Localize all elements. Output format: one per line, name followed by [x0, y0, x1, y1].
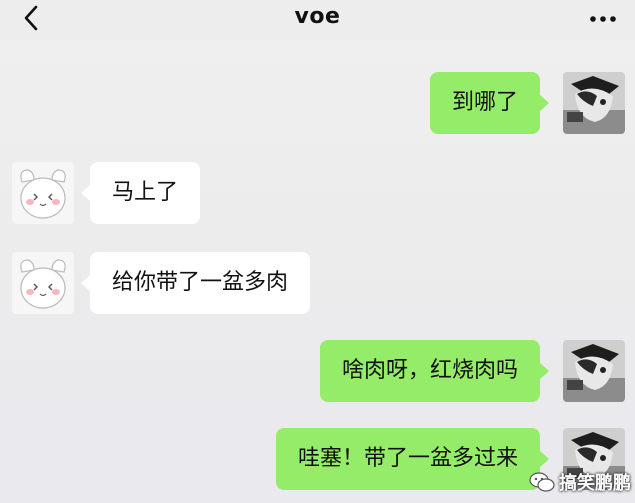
more-dots-icon[interactable]	[589, 14, 617, 24]
watermark: 搞笑鹏鹏	[529, 467, 631, 497]
received-message-bubble[interactable]: 给你带了一盆多肉	[80, 252, 311, 314]
chat-title: voe	[294, 4, 341, 29]
cartoon-pig-avatar-icon	[12, 162, 74, 224]
chevron-left-icon[interactable]	[18, 4, 46, 32]
contact-avatar[interactable]	[12, 252, 74, 314]
self-avatar[interactable]	[563, 428, 625, 490]
cartoon-pig-avatar-icon	[12, 252, 74, 314]
photo-avatar-icon	[563, 72, 625, 134]
chat-area[interactable]: 到哪了	[0, 40, 635, 503]
self-avatar[interactable]	[563, 340, 625, 402]
photo-avatar-icon	[563, 340, 625, 402]
received-message-bubble[interactable]: 马上了	[80, 162, 201, 224]
photo-avatar-icon	[563, 428, 625, 490]
contact-avatar[interactable]	[12, 162, 74, 224]
wechat-logo-icon	[529, 472, 555, 492]
top-bar: voe	[0, 0, 635, 40]
sent-message-bubble[interactable]: 哇塞！带了一盆多过来	[275, 428, 550, 490]
sent-message-bubble[interactable]: 啥肉呀，红烧肉吗	[319, 340, 550, 402]
sent-message-bubble[interactable]: 到哪了	[429, 72, 550, 134]
self-avatar[interactable]	[563, 72, 625, 134]
watermark-text: 搞笑鹏鹏	[559, 473, 631, 494]
